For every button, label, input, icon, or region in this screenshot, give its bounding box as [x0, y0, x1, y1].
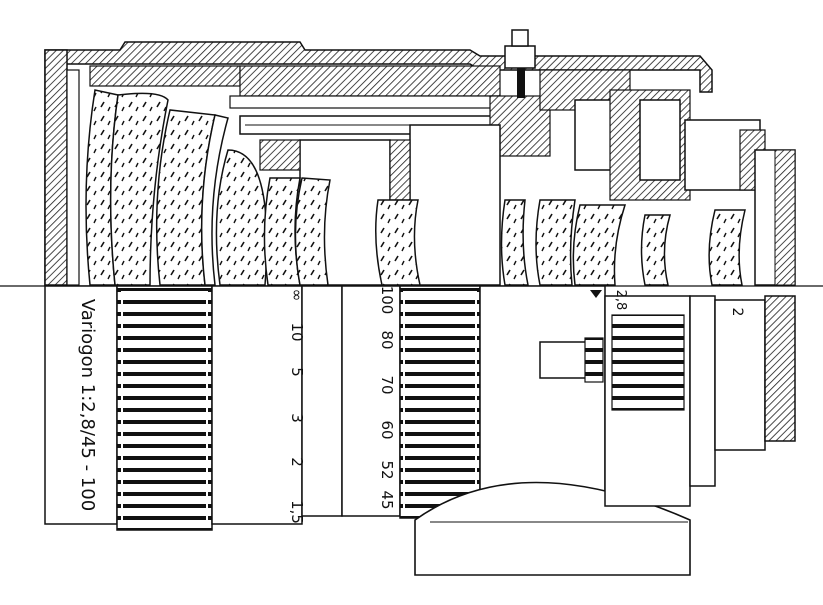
focal-scale-mark: 100: [378, 286, 396, 315]
focus-scale-mark: 3: [288, 413, 306, 423]
svg-text:2,8: 2,8: [613, 290, 628, 311]
focal-scale-mark: 52: [378, 460, 396, 479]
aperture-knob: [504, 29, 536, 98]
focus-scale-barrel: [211, 285, 303, 525]
front-lens-group: [85, 89, 268, 286]
locking-screw: [539, 337, 604, 383]
focus-scale-mark: 10: [288, 322, 306, 341]
focus-scale-mark: ∞: [288, 289, 306, 302]
aperture-index-triangle: [590, 290, 602, 298]
zoom-scale-barrel: [341, 285, 401, 517]
rear-lens-group: [500, 199, 746, 286]
focus-scale-mark: 2: [288, 457, 306, 467]
focal-scale-mark: 60: [378, 420, 396, 439]
variator-lens-group: [263, 177, 421, 286]
focus-grip-ring: [116, 285, 213, 531]
sectional-view: [44, 29, 796, 286]
focus-scale-mark: 5: [288, 367, 306, 377]
ring-mark-label: 2: [729, 308, 745, 317]
lens-name: Variogon 1:2,8/45 - 100: [77, 299, 98, 511]
aperture-value-label: 2,8: [613, 290, 628, 311]
rear-bayonet: [764, 295, 796, 442]
focus-scale-mark: 1,5: [288, 500, 306, 524]
focal-length-scale: 45 52 60 70 80 100: [378, 286, 396, 510]
focal-scale-mark: 80: [378, 330, 396, 349]
focus-distance-scale: 1,5 2 3 5 10 ∞: [288, 289, 306, 524]
focal-scale-mark: 45: [378, 490, 396, 509]
exterior-view: [44, 285, 796, 576]
inner-barrel: [89, 65, 241, 87]
front-bezel: [44, 49, 68, 286]
lens-name-label: Variogon 1:2,8/45 - 100: [77, 299, 98, 511]
svg-text:2: 2: [729, 308, 745, 317]
focal-scale-mark: 70: [378, 375, 396, 394]
zoom-grip-ring: [399, 285, 481, 519]
